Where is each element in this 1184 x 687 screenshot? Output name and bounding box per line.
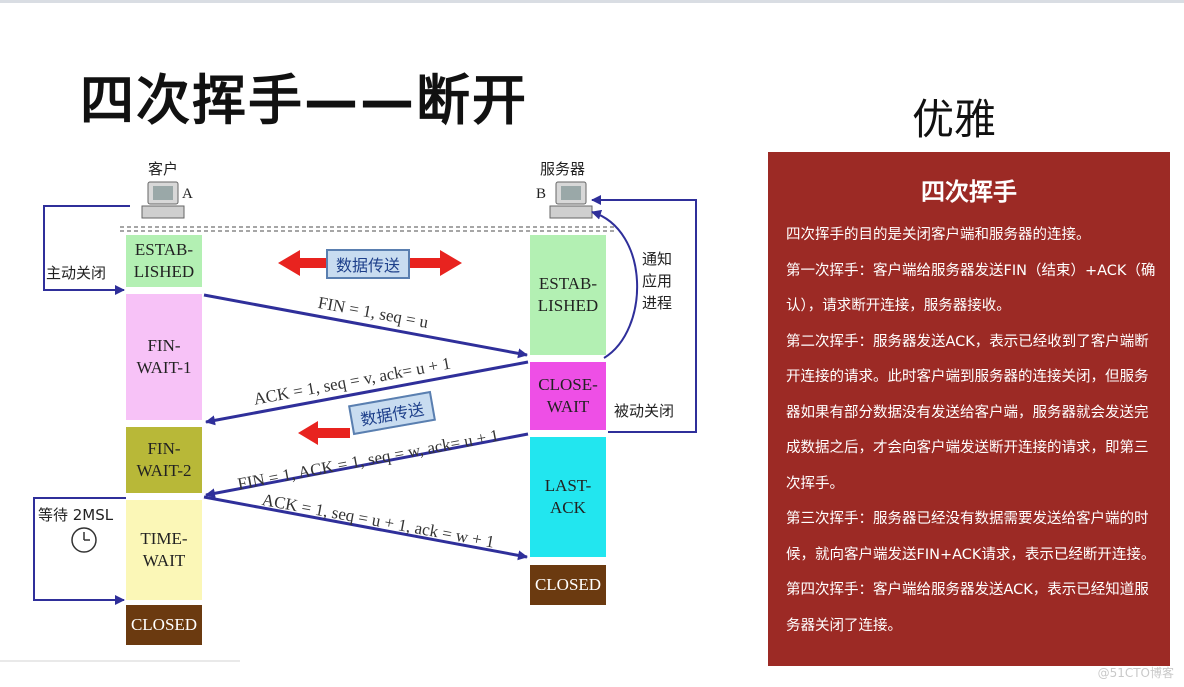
client-state-fin-wait-2: FIN- WAIT-2	[126, 427, 202, 493]
client-state-established: ESTAB- LISHED	[126, 235, 202, 287]
server-letter: B	[536, 186, 547, 202]
panel-paragraph: 第二次挥手：服务器发送ACK，表示已经收到了客户端断开连接的请求。此时客户端到服…	[786, 333, 1149, 492]
client-computer-icon	[141, 181, 185, 219]
panel-paragraph: 第四次挥手：客户端给服务器发送ACK，表示已经知道服务器关闭了连接。	[786, 582, 1149, 634]
watermark: @51CTO博客	[1097, 666, 1174, 680]
client-state-closed: CLOSED	[126, 605, 202, 645]
diagram-lines	[33, 181, 697, 605]
final-ack-message-arrow	[203, 495, 528, 561]
data-transfer-tag-1: 数据传送	[326, 249, 411, 279]
panel-paragraph: 第三次挥手：服务器已经没有数据需要发送给客户端的时候，就向客户端发送FIN+AC…	[786, 511, 1156, 563]
page-title: 四次挥手——断开	[80, 69, 528, 132]
notify-app-label: 通知 应用 进程	[642, 250, 673, 312]
client-label: 客户	[148, 160, 179, 178]
client-letter: A	[182, 186, 193, 202]
notify-app-arrow	[591, 209, 639, 359]
bottom-divider	[0, 660, 240, 662]
passive-close-label: 被动关闭	[614, 402, 675, 420]
fin-ack-message-arrow	[205, 432, 529, 499]
explanation-panel: 四次挥手 四次挥手的目的是关闭客户端和服务器的连接。 第一次挥手：客户端给服务器…	[768, 152, 1170, 666]
wait-2msl-arrow	[33, 497, 126, 605]
active-close-arrow	[43, 205, 130, 295]
clock-icon	[71, 527, 97, 553]
panel-text: 四次挥手的目的是关闭客户端和服务器的连接。 第一次挥手：客户端给服务器发送FIN…	[786, 218, 1158, 644]
top-border	[0, 0, 1184, 3]
four-way-handshake-diagram: 客户 A 服务器 B 主动关闭 被动关闭 通知 应用 进程 等待 2MSL 数据…	[30, 150, 710, 660]
ack-message-arrow	[205, 360, 529, 426]
panel-paragraph: 四次挥手的目的是关闭客户端和服务器的连接。	[786, 227, 1091, 243]
client-state-fin-wait-1: FIN- WAIT-1	[126, 294, 202, 420]
fin-message-arrow	[203, 293, 528, 359]
client-state-time-wait: TIME- WAIT	[126, 500, 202, 600]
active-close-label: 主动关闭	[46, 264, 107, 282]
data-transfer-left-arrow	[298, 421, 350, 445]
passive-close-arrow	[591, 195, 697, 433]
page-subtitle: 优雅	[912, 95, 997, 144]
server-computer-icon	[549, 181, 593, 219]
wait-2msl-label: 等待 2MSL	[38, 506, 114, 524]
panel-title: 四次挥手	[921, 178, 1017, 206]
panel-paragraph: 第一次挥手：客户端给服务器发送FIN（结束）+ACK（确认），请求断开连接，服务…	[786, 262, 1156, 315]
server-state-established: ESTAB- LISHED	[530, 235, 606, 355]
server-state-closed: CLOSED	[530, 565, 606, 605]
server-state-last-ack: LAST- ACK	[530, 437, 606, 557]
server-state-close-wait: CLOSE- WAIT	[530, 362, 606, 430]
server-label: 服务器	[540, 160, 586, 178]
